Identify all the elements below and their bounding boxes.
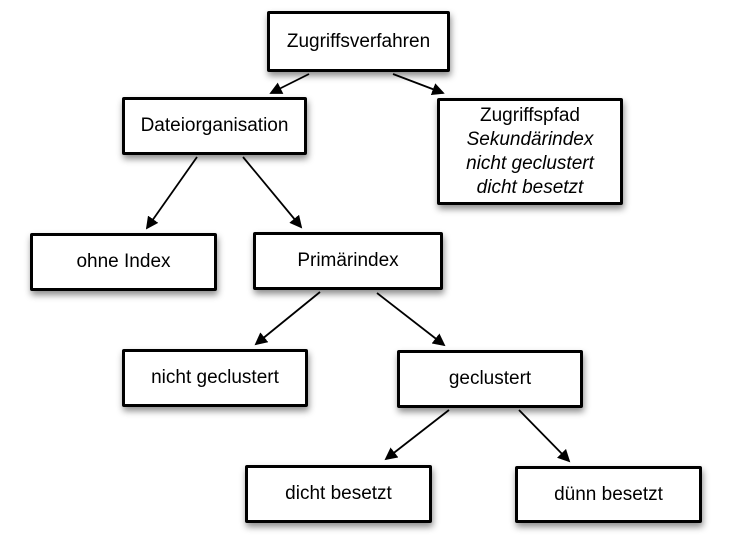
node-label: Zugriffsverfahren bbox=[286, 30, 431, 52]
edge-prim-geclustert bbox=[376, 292, 446, 347]
node-geclustert: geclustert bbox=[397, 350, 583, 408]
edge-prim-nichtgeclustert bbox=[254, 291, 321, 346]
edge-root-dateiorganisation bbox=[269, 73, 310, 94]
edge-datei-ohneindex bbox=[145, 156, 198, 230]
node-label-line: Zugriffspfad bbox=[480, 104, 580, 126]
node-dicht-besetzt: dicht besetzt bbox=[245, 465, 432, 523]
node-label-line: Sekundärindex bbox=[466, 128, 594, 150]
node-dateiorganisation: Dateiorganisation bbox=[122, 97, 307, 155]
node-label: dicht besetzt bbox=[285, 483, 392, 504]
node-ohne-index: ohne Index bbox=[30, 233, 217, 291]
edge-gecl-dichtbesetzt bbox=[384, 409, 450, 461]
node-label-line: dicht besetzt bbox=[476, 176, 584, 198]
node-label: Dateiorganisation bbox=[140, 115, 289, 136]
node-zugriffsverfahren: Zugriffsverfahren bbox=[267, 11, 450, 72]
node-duenn-besetzt: dünn besetzt bbox=[515, 466, 702, 523]
node-label-line: nicht geclustert bbox=[466, 152, 594, 174]
edge-gecl-duennbesetzt bbox=[518, 409, 571, 463]
edge-root-zugriffspfad bbox=[392, 73, 445, 96]
node-label: geclustert bbox=[448, 368, 532, 389]
node-label: Primärindex bbox=[297, 250, 399, 271]
node-label: dünn besetzt bbox=[554, 483, 663, 505]
node-primaerindex: Primärindex bbox=[253, 232, 443, 290]
node-zugriffspfad: Zugriffspfad Sekundärindex nicht geclust… bbox=[437, 98, 623, 205]
node-nicht-geclustert: nicht geclustert bbox=[122, 349, 308, 407]
node-label: nicht geclustert bbox=[151, 367, 279, 388]
node-label: ohne Index bbox=[76, 251, 171, 272]
edge-datei-primaerindex bbox=[242, 156, 303, 229]
